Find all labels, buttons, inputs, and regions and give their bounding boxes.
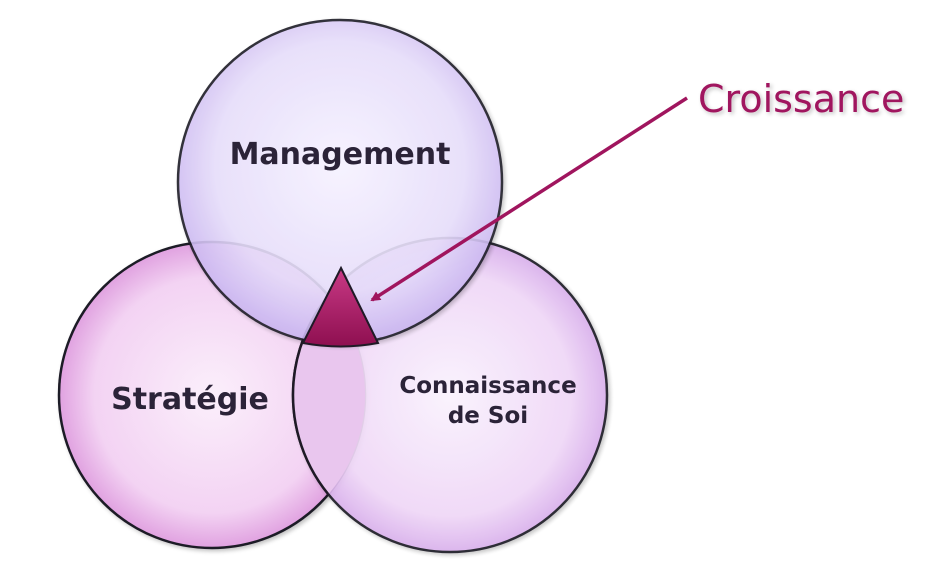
center-intersection <box>301 265 380 348</box>
callout-arrow <box>370 96 688 302</box>
label-connaissance: Connaissance <box>399 373 576 399</box>
overlap-strategie-soi-outline <box>291 242 365 548</box>
label-de-soi: de Soi <box>448 403 528 429</box>
callout-label-croissance: Croissance <box>698 77 904 121</box>
label-management: Management <box>230 137 451 172</box>
label-strategie: Stratégie <box>111 382 269 417</box>
